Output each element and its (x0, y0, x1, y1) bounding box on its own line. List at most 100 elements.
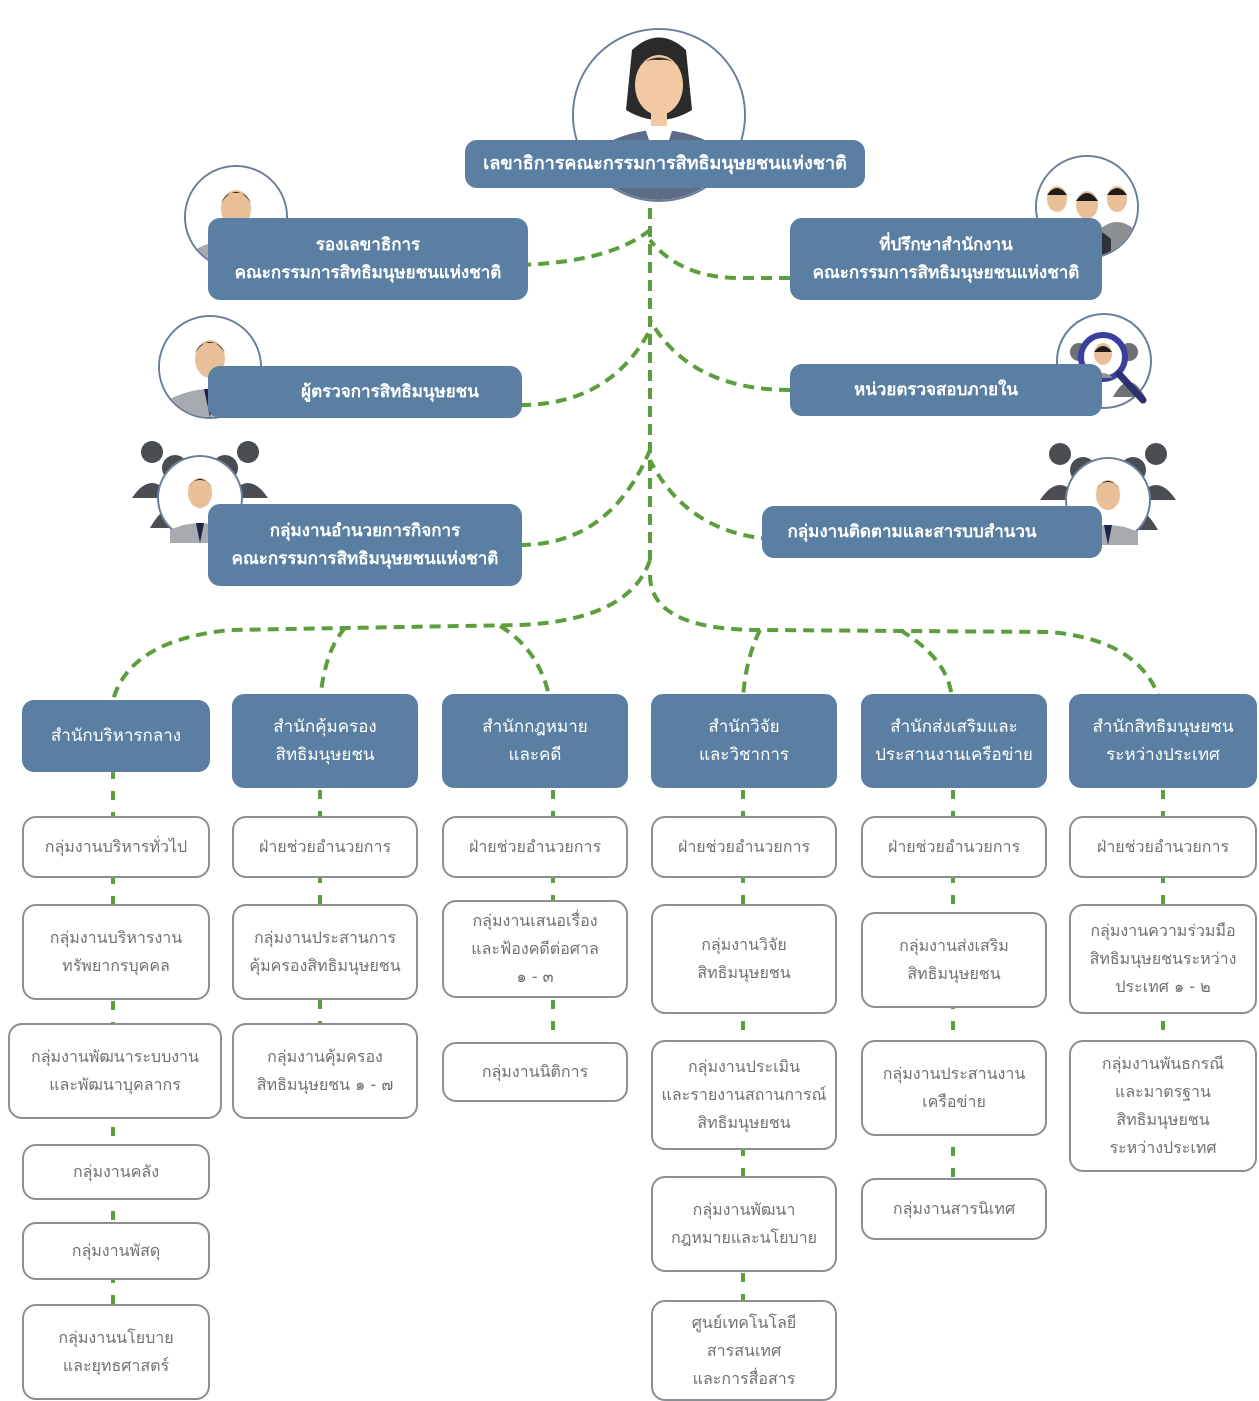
department-name-line: สำนักวิจัย (708, 717, 780, 737)
work-group-box[interactable]: ศูนย์เทคโนโลยีสารสนเทศและการสื่อสาร (651, 1300, 837, 1401)
secretary-general-box[interactable]: เลขาธิการคณะกรรมการสิทธิมนุษยชนแห่งชาติ (465, 140, 865, 188)
work-group-box[interactable]: กลุ่มงานคลัง (22, 1144, 210, 1200)
work-group-line: สิทธิมนุษยชน (907, 964, 1001, 983)
work-group-line: ศูนย์เทคโนโลยี (691, 1312, 797, 1332)
work-group-box[interactable]: กลุ่มงานพัฒนาระบบงานและพัฒนาบุคลากร (8, 1023, 222, 1119)
work-group-line: ระหว่างประเทศ (1109, 1138, 1217, 1157)
work-group-box[interactable]: กลุ่มงานบริหารทั่วไป (22, 816, 210, 878)
office-advisor-box[interactable]: ที่ปรึกษาสำนักงาน คณะกรรมการสิทธิมนุษยชน… (790, 218, 1102, 300)
work-group-box[interactable]: กลุ่มงานคุ้มครองสิทธิมนุษยชน ๑ - ๗ (232, 1023, 418, 1119)
work-group-line: กลุ่มงานส่งเสริม (899, 936, 1009, 955)
department-name-line: ระหว่างประเทศ (1106, 745, 1220, 765)
work-group-line: ฝ่ายช่วยอำนวยการ (258, 837, 392, 856)
work-group-line: และการสื่อสาร (692, 1368, 796, 1388)
work-group-line: สิทธิมนุษยชนระหว่าง (1089, 949, 1237, 968)
work-group-line: และมาตรฐาน (1115, 1082, 1211, 1101)
work-group-line: กลุ่มงานประเมิน (687, 1057, 801, 1076)
crowd-icon (1038, 440, 1178, 545)
case-tracking-label: กลุ่มงานติดตามและสารบบสำนวน (787, 522, 1037, 542)
work-group-line: กลุ่มงานสารนิเทศ (892, 1199, 1016, 1218)
work-group-box[interactable]: กลุ่มงานบริหารงานทรัพยากรบุคคล (22, 904, 210, 1000)
internal-audit-label: หน่วยตรวจสอบภายใน (853, 380, 1019, 400)
department-box[interactable]: สำนักบริหารกลาง (22, 700, 210, 772)
work-group-line: ฝ่ายช่วยอำนวยการ (677, 837, 811, 856)
department-box[interactable]: สำนักวิจัยและวิชาการ (651, 694, 837, 788)
work-group-box[interactable]: กลุ่มงานเสนอเรื่องและฟ้องคดีต่อศาล๑ - ๓ (442, 900, 628, 998)
work-group-box[interactable]: ฝ่ายช่วยอำนวยการ (861, 816, 1047, 878)
commission-affairs-line2: คณะกรรมการสิทธิมนุษยชนแห่งชาติ (231, 549, 499, 569)
work-group-line: กลุ่มงานเสนอเรื่อง (472, 911, 598, 930)
internal-audit-box[interactable]: หน่วยตรวจสอบภายใน (790, 364, 1102, 416)
office-advisor-line1: ที่ปรึกษาสำนักงาน (879, 235, 1013, 255)
work-group-line: คุ้มครองสิทธิมนุษยชน (249, 956, 401, 975)
human-rights-inspector-box[interactable]: ผู้ตรวจการสิทธิมนุษยชน (208, 366, 522, 418)
office-advisor-line2: คณะกรรมการสิทธิมนุษยชนแห่งชาติ (812, 263, 1080, 283)
work-group-line: กลุ่มงานคุ้มครอง (267, 1047, 383, 1066)
work-group-line: กลุ่มงานความร่วมมือ (1090, 921, 1236, 940)
department-name-line: สำนักกฎหมาย (482, 717, 588, 737)
human-rights-inspector-label: ผู้ตรวจการสิทธิมนุษยชน (301, 382, 479, 402)
department-box[interactable]: สำนักส่งเสริมและประสานงานเครือข่าย (861, 694, 1047, 788)
work-group-line: กลุ่มงานประสานงาน (882, 1064, 1026, 1083)
work-group-box[interactable]: กลุ่มงานประสานการคุ้มครองสิทธิมนุษยชน (232, 904, 418, 1000)
department-box[interactable]: สำนักกฎหมายและคดี (442, 694, 628, 788)
work-group-box[interactable]: ฝ่ายช่วยอำนวยการ (651, 816, 837, 878)
work-group-box[interactable]: กลุ่มงานนิติการ (442, 1042, 628, 1102)
work-group-box[interactable]: กลุ่มงานวิจัยสิทธิมนุษยชน (651, 904, 837, 1014)
work-group-line: กลุ่มงานบริหารงาน (49, 928, 183, 947)
work-group-line: และพัฒนาบุคลากร (49, 1075, 181, 1094)
work-group-line: กลุ่มงานพัฒนาระบบงาน (31, 1047, 199, 1066)
work-group-box[interactable]: กลุ่มงานนโยบายและยุทธศาสตร์ (22, 1304, 210, 1400)
work-group-line: และยุทธศาสตร์ (62, 1356, 170, 1375)
work-group-line: ฝ่ายช่วยอำนวยการ (468, 837, 602, 856)
work-group-box[interactable]: กลุ่มงานพัฒนากฎหมายและนโยบาย (651, 1176, 837, 1272)
work-group-line: ทรัพยากรบุคคล (62, 956, 170, 975)
department-name-line: และคดี (508, 745, 562, 765)
work-group-line: สิทธิมนุษยชน ๑ - ๗ (256, 1075, 394, 1094)
work-group-box[interactable]: กลุ่มงานสารนิเทศ (861, 1178, 1047, 1240)
secretary-general-label: เลขาธิการคณะกรรมการสิทธิมนุษยชนแห่งชาติ (483, 153, 847, 174)
work-group-line: กลุ่มงานนิติการ (481, 1062, 589, 1081)
work-group-box[interactable]: กลุ่มงานประสานงานเครือข่าย (861, 1040, 1047, 1136)
work-group-line: ประเทศ ๑ - ๒ (1115, 977, 1211, 996)
work-group-box[interactable]: ฝ่ายช่วยอำนวยการ (1069, 816, 1257, 878)
work-group-line: ฝ่ายช่วยอำนวยการ (1096, 837, 1230, 856)
deputy-secretary-line1: รองเลขาธิการ (315, 235, 421, 255)
department-box[interactable]: สำนักสิทธิมนุษยชนระหว่างประเทศ (1069, 694, 1257, 788)
department-name-line: สำนักสิทธิมนุษยชน (1092, 717, 1234, 737)
department-name-line: ประสานงานเครือข่าย (875, 745, 1033, 765)
work-group-line: กลุ่มงานคลัง (72, 1162, 160, 1181)
work-group-line: กฎหมายและนโยบาย (670, 1228, 817, 1247)
deputy-secretary-box[interactable]: รองเลขาธิการ คณะกรรมการสิทธิมนุษยชนแห่งช… (208, 218, 528, 300)
work-group-line: สิทธิมนุษยชน (697, 1113, 791, 1132)
department-name-line: และวิชาการ (698, 745, 790, 765)
work-group-line: สิทธิมนุษยชน (697, 963, 791, 982)
case-tracking-box[interactable]: กลุ่มงานติดตามและสารบบสำนวน (762, 506, 1102, 558)
department-name-line: สำนักบริหารกลาง (50, 726, 182, 746)
department-name-line: สำนักส่งเสริมและ (890, 717, 1018, 737)
work-group-box[interactable]: กลุ่มงานพันธกรณีและมาตรฐานสิทธิมนุษยชนระ… (1069, 1040, 1257, 1172)
work-group-line: เครือข่าย (922, 1092, 986, 1111)
work-group-line: ฝ่ายช่วยอำนวยการ (887, 837, 1021, 856)
work-group-box[interactable]: กลุ่มงานประเมินและรายงานสถานการณ์สิทธิมน… (651, 1040, 837, 1150)
work-group-box[interactable]: ฝ่ายช่วยอำนวยการ (442, 816, 628, 878)
work-group-box[interactable]: ฝ่ายช่วยอำนวยการ (232, 816, 418, 878)
work-group-line: ๑ - ๓ (516, 967, 554, 986)
commission-affairs-box[interactable]: กลุ่มงานอำนวยการกิจการ คณะกรรมการสิทธิมน… (208, 504, 522, 586)
work-group-box[interactable]: กลุ่มงานพัสดุ (22, 1222, 210, 1280)
deputy-secretary-line2: คณะกรรมการสิทธิมนุษยชนแห่งชาติ (234, 263, 502, 283)
commission-affairs-line1: กลุ่มงานอำนวยการกิจการ (269, 521, 461, 541)
work-group-line: กลุ่มงานพัฒนา (692, 1200, 796, 1219)
work-group-line: กลุ่มงานพัสดุ (71, 1241, 161, 1260)
work-group-line: กลุ่มงานบริหารทั่วไป (44, 837, 188, 856)
department-box[interactable]: สำนักคุ้มครองสิทธิมนุษยชน (232, 694, 418, 788)
department-name-line: สำนักคุ้มครอง (273, 717, 377, 737)
work-group-line: กลุ่มงานประสานการ (253, 928, 397, 947)
work-group-line: กลุ่มงานวิจัย (701, 935, 787, 954)
work-group-box[interactable]: กลุ่มงานส่งเสริมสิทธิมนุษยชน (861, 912, 1047, 1008)
work-group-line: สิทธิมนุษยชน (1116, 1110, 1210, 1129)
work-group-line: กลุ่มงานพันธกรณี (1101, 1054, 1225, 1073)
work-group-line: และรายงานสถานการณ์ (661, 1085, 827, 1104)
work-group-box[interactable]: กลุ่มงานความร่วมมือสิทธิมนุษยชนระหว่างปร… (1069, 904, 1257, 1014)
department-name-line: สิทธิมนุษยชน (275, 745, 375, 765)
